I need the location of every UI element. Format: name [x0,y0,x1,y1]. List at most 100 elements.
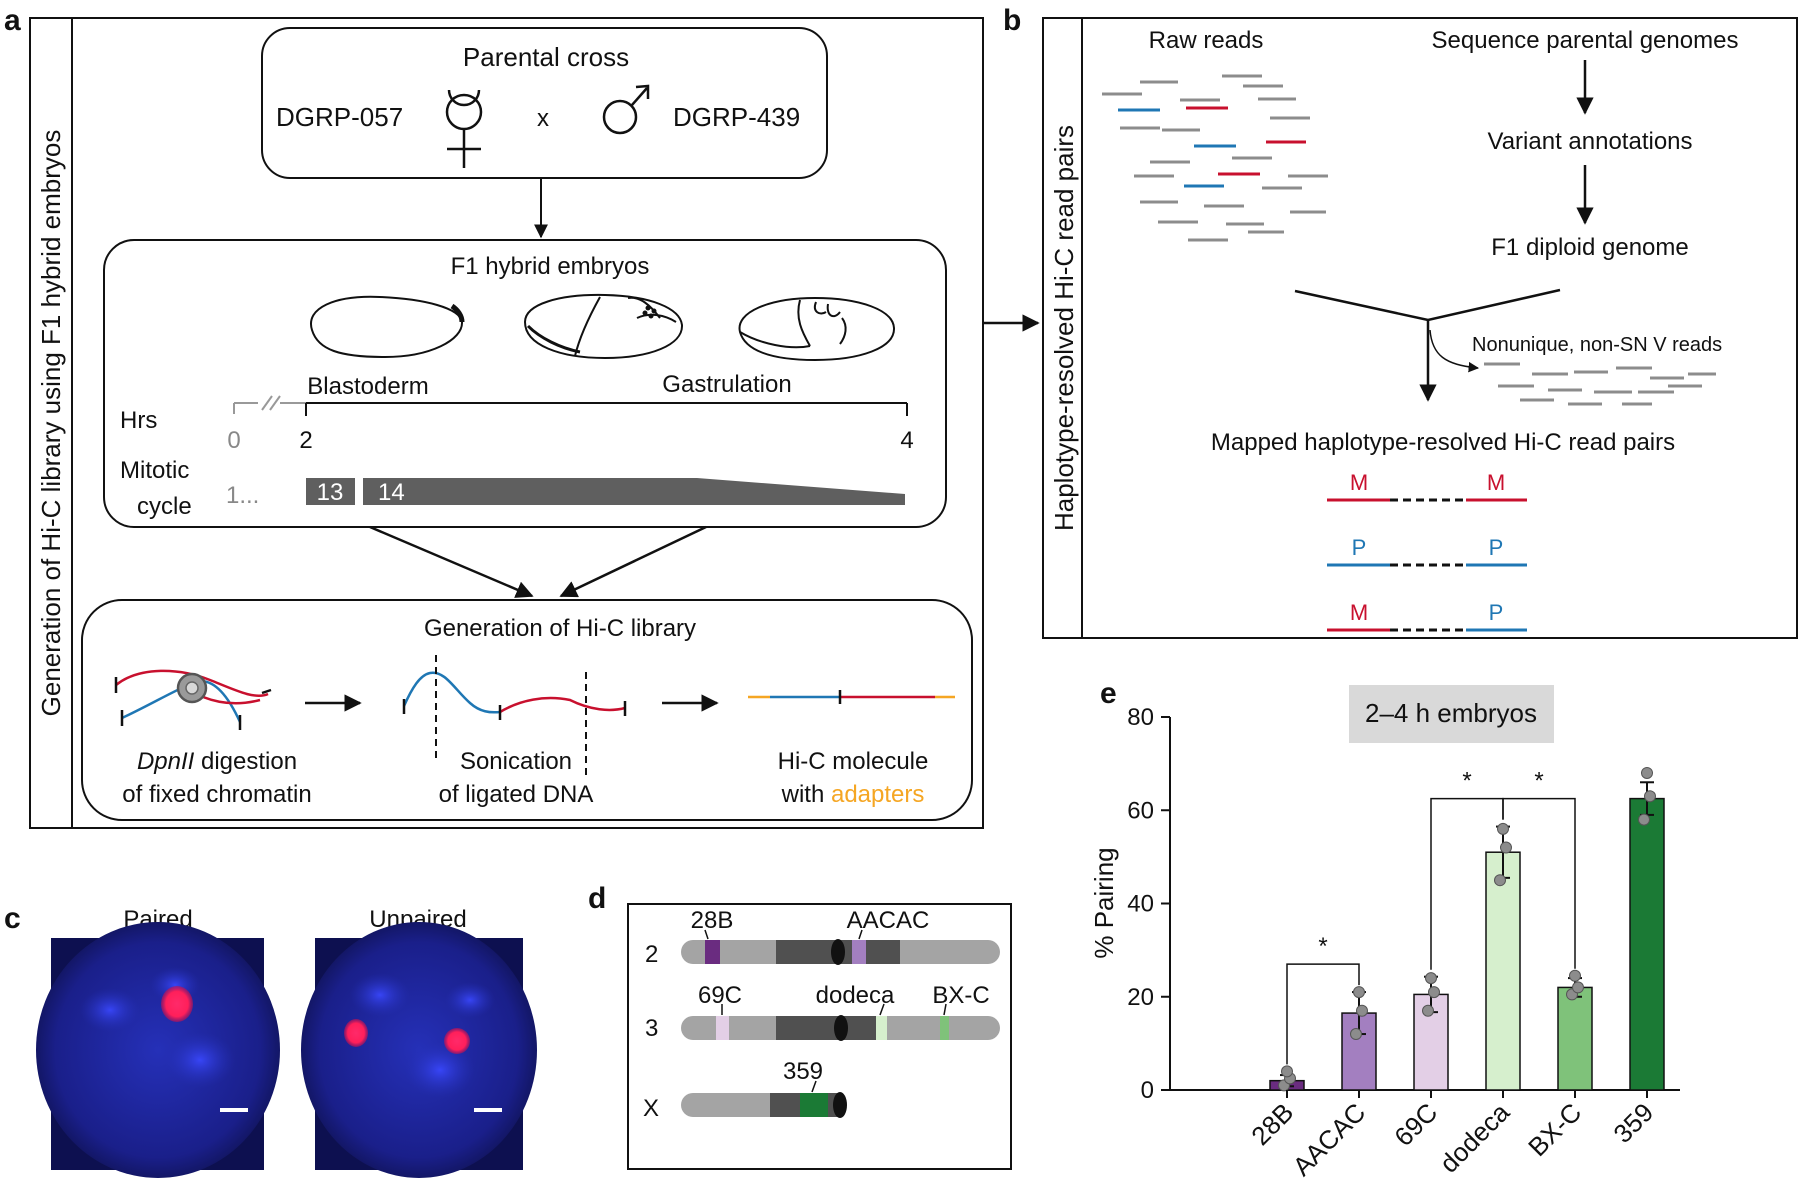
read-left-label: M [1350,470,1368,495]
data-point [1356,1004,1368,1017]
locus-359-label: 359 [783,1058,823,1085]
x-tick-label: 359 [1607,1097,1659,1149]
data-point [1500,841,1512,854]
panel-b-letter: b [1003,4,1021,37]
panel-d: d 2 28B AACAC 3 69C [588,882,1012,1170]
panel-a-frame [29,17,984,829]
arrow-right-to-library [559,525,707,598]
hic-molecule-diagram [748,690,955,704]
x-tick-label: BX-C [1522,1097,1587,1162]
data-point [1497,822,1509,835]
data-point [1572,981,1584,994]
step3-caption-line2: with adapters [781,781,925,808]
cycle-14-label: 14 [378,479,405,506]
panel-d-frame [627,903,1012,1170]
library-title: Generation of Hi-C library [424,615,696,642]
panel-a-letter: a [4,4,21,37]
data-point [1425,972,1437,985]
chromosome-x: X 359 [643,1058,847,1122]
x-tick-label: dodeca [1434,1097,1516,1179]
raw-reads-label: Raw reads [1149,27,1264,54]
read-right-label: P [1489,600,1504,625]
mitotic-label-2: cycle [137,493,192,520]
significance-star: * [1462,768,1471,795]
step2-caption-line1: Sonication [460,748,572,775]
stage-gastrulation: Gastrulation [662,371,791,398]
chromosome-2-name: 2 [645,941,658,968]
x-tick-label: AACAC [1287,1097,1372,1182]
panel-e-letter: e [1100,677,1117,710]
step1-italic: DpnII [137,748,195,775]
significance-star: * [1534,768,1543,795]
bar [1629,797,1665,1091]
locus-28b-mark [705,940,720,964]
step1-caption-line2: of fixed chromatin [122,781,311,808]
embryo-gastrulation-late-icon [738,296,896,362]
cross-times-sign: x [537,105,549,132]
embryos-title: F1 hybrid embryos [451,253,650,280]
step1-rest: digestion [194,748,297,775]
unpaired-nucleus-image [301,922,537,1178]
chart-title-box [1349,685,1554,743]
centromere [833,1092,847,1118]
hrs-label: Hrs [120,407,157,434]
merge-lines [1294,288,1561,322]
locus-69c-mark [716,1016,729,1040]
locus-dodeca-mark [876,1016,888,1040]
time-axis: Hrs 0 2 4 [120,395,914,454]
locus-359-mark [800,1093,828,1117]
centromere [831,939,845,965]
data-point [1350,1028,1362,1041]
sonication-diagram [402,655,627,775]
y-tick-label: 80 [1127,704,1154,731]
locus-28b-label: 28B [691,907,734,934]
library-box [81,599,973,821]
mitotic-label-1: Mitotic [120,457,189,484]
significance-bracket [1286,963,1360,1065]
data-point [1281,1065,1293,1078]
f1-genome-label: F1 diploid genome [1491,234,1688,261]
data-point [1494,874,1506,887]
locus-bxc-label: BX-C [932,982,989,1009]
data-point [1641,766,1653,779]
read-right-label: P [1489,535,1504,560]
parental-cross-title: Parental cross [463,42,629,72]
tick-0: 0 [227,427,240,454]
data-point [1428,986,1440,999]
panel-b-frame [1042,17,1798,639]
panel-e: e 2–4 h embryos % Pairing 02040608028BAA… [1089,677,1680,1182]
arrow-to-nonunique [1429,329,1480,373]
nonunique-label: Nonunique, non-SN V reads [1472,334,1722,356]
chromosome-x-name: X [643,1095,659,1122]
bar [1557,986,1593,1091]
locus-69c-label: 69C [698,982,742,1009]
bar [1485,851,1521,1091]
data-point [1353,986,1365,999]
data-point [1569,969,1581,982]
read-left-label: P [1352,535,1367,560]
y-tick-label: 60 [1127,797,1154,824]
chart-title: 2–4 h embryos [1365,698,1537,728]
dpnii-digestion-diagram [114,669,272,730]
read-left-label: M [1350,600,1368,625]
male-symbol-icon [602,84,650,135]
arrow-left-to-library [369,525,534,598]
cycle-prefix: 1... [226,482,259,509]
cycle-14-bar [363,478,905,505]
panel-b: b Haplotype-resolved Hi-C read pairs Raw… [1003,4,1798,639]
paired-nucleus-image [36,922,280,1178]
parental-cross-box [261,27,828,179]
step3-with: with [781,781,831,808]
panel-a: a Generation of Hi-C library using F1 hy… [4,4,984,829]
locus-aacac-label: AACAC [847,907,930,934]
step2-caption-line2: of ligated DNA [439,781,594,808]
y-tick-label: 40 [1127,891,1154,918]
stage-blastoderm: Blastoderm [307,373,428,400]
panel-d-letter: d [588,882,606,915]
panel-c-letter: c [4,902,21,935]
panel-c: c Paired Unpaired [4,902,537,1178]
chromosome-3: 3 69C dodeca BX-C [645,982,1000,1042]
